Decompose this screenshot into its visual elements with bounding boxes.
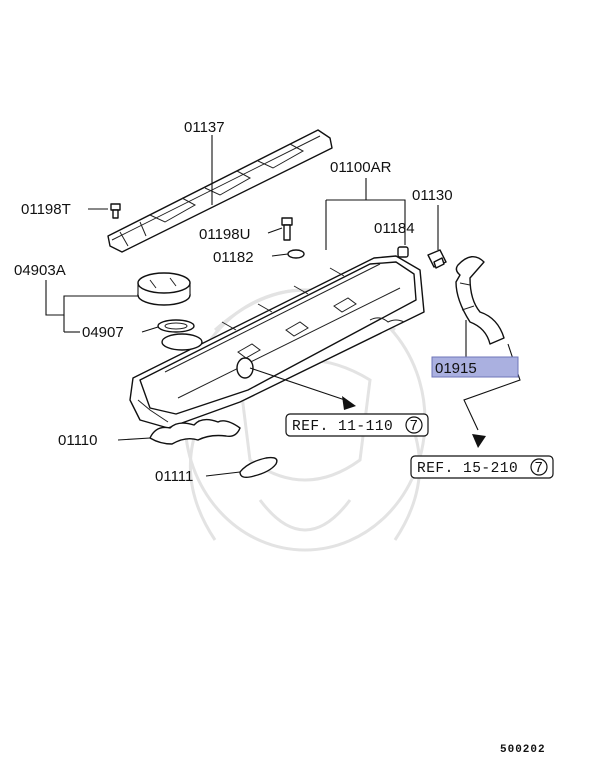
label-01137[interactable]: 01137 (184, 119, 225, 136)
ref-11-110-text: REF. 11-110 (292, 419, 393, 435)
rocker-cover-part (129, 255, 425, 429)
ref-15-210-text: REF. 15-210 (417, 461, 518, 477)
label-01111[interactable]: 01111 (155, 468, 193, 485)
ref-15-210-link[interactable]: REF. 15-210 7 (410, 455, 554, 479)
ref-11-110-circle-icon (405, 416, 423, 434)
pcv-valve-01130-part (427, 249, 447, 269)
bolt-01198u-part (281, 217, 293, 241)
ref-11-110-link[interactable]: REF. 11-110 7 (285, 413, 429, 437)
ref-15-210-number: 7 (534, 461, 543, 477)
ref-arrow-1-icon (342, 396, 356, 410)
coil-cover-part (107, 129, 333, 253)
ref-15-210-circle-icon (530, 458, 548, 476)
label-01100ar[interactable]: 01100AR (330, 159, 392, 176)
gasket-04907-part (157, 319, 195, 333)
plug-gasket-01111-part (239, 456, 278, 479)
washer-01182-part (287, 249, 305, 259)
label-01182[interactable]: 01182 (213, 249, 254, 266)
part-highlight-box (431, 356, 519, 378)
label-01110[interactable]: 01110 (58, 432, 98, 449)
label-04907[interactable]: 04907 (82, 324, 124, 341)
oil-cap-04903a-part (137, 272, 191, 306)
ref-arrow-2-icon (472, 434, 486, 448)
label-01184[interactable]: 01184 (374, 220, 415, 237)
label-01198u[interactable]: 01198U (199, 226, 250, 243)
grommet-01184-part (397, 246, 409, 258)
hose-01915-part (455, 256, 505, 345)
bolt-01198t-part (110, 203, 121, 219)
figure-number: 500202 (500, 744, 546, 756)
label-01130[interactable]: 01130 (412, 187, 453, 204)
cover-gasket-01110-part (149, 418, 241, 445)
label-01198t[interactable]: 01198T (21, 201, 71, 218)
label-04903a[interactable]: 04903A (14, 262, 66, 279)
label-01915[interactable]: 01915 (435, 360, 477, 377)
ref-11-110-number: 7 (409, 419, 418, 435)
